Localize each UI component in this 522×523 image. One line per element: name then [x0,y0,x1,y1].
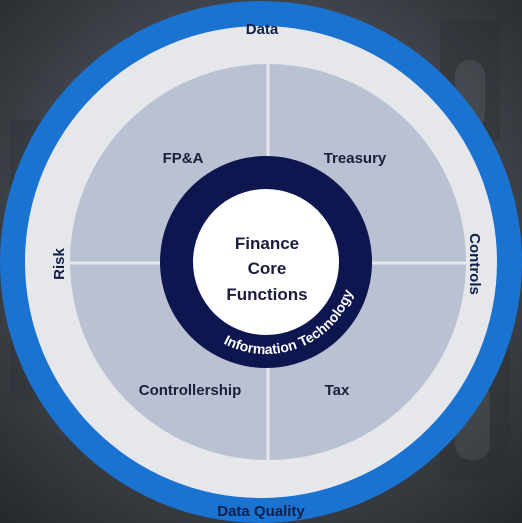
center-circle [193,189,339,335]
outer-label-top: Data [246,21,279,38]
center-label-line2: Core [248,259,287,278]
quadrant-label-top-right: Treasury [324,150,387,167]
quadrant-label-bottom-right: Tax [325,382,350,399]
quadrant-label-top-left: FP&A [163,150,204,167]
center-label-line3: Functions [226,285,307,304]
outer-label-bottom: Data Quality [217,503,305,520]
quadrant-label-bottom-left: Controllership [139,382,242,399]
outer-label-right: Controls [466,233,483,295]
center-label-line1: Finance [235,234,299,253]
outer-label-left: Risk [51,248,68,280]
